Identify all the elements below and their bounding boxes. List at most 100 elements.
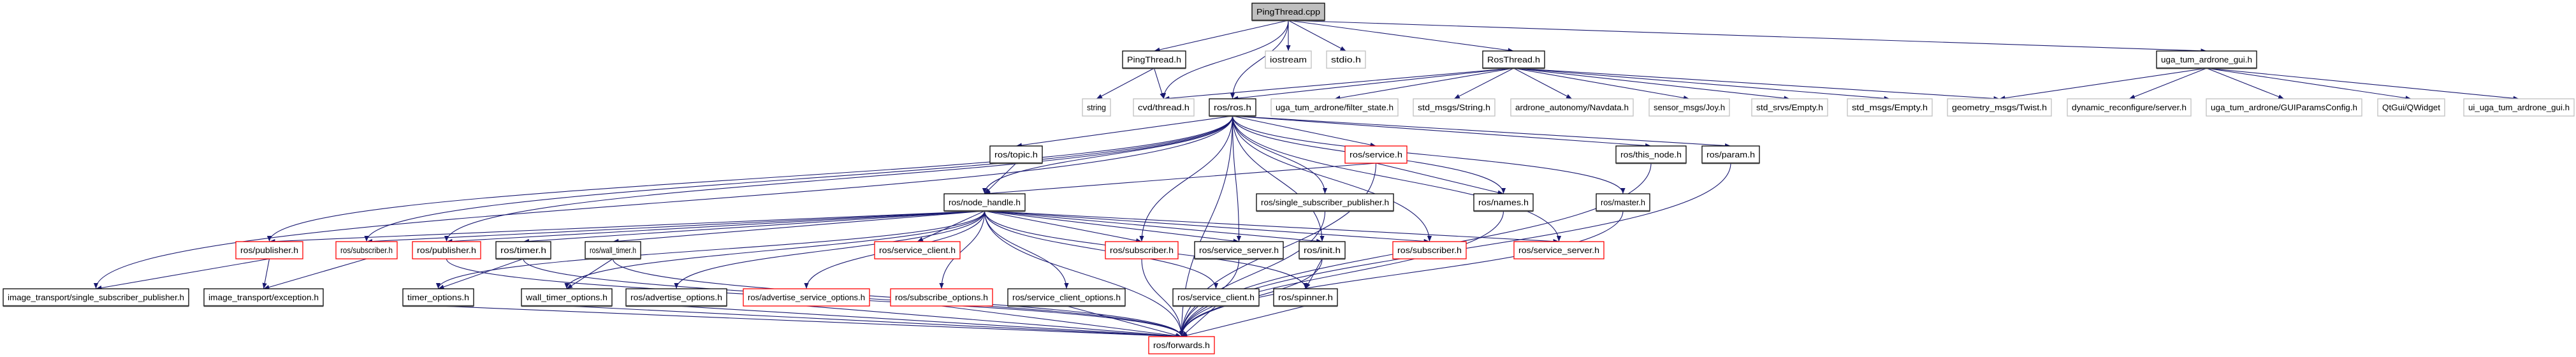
- node-service-server2[interactable]: ros/service_server.h: [1513, 241, 1605, 259]
- node-forwards[interactable]: ros/forwards.h: [1148, 336, 1215, 354]
- node-it-exception[interactable]: image_transport/exception.h: [203, 288, 324, 307]
- node-label: stdio.h: [1331, 55, 1361, 64]
- node-label: ui_uga_tum_ardrone_gui.h: [2468, 103, 2570, 112]
- node-ui-gui[interactable]: ui_uga_tum_ardrone_gui.h: [2463, 98, 2575, 117]
- node-string[interactable]: string: [1082, 98, 1111, 117]
- edge-advertise_options-to-forwards: [676, 305, 1182, 339]
- node-subscriber2[interactable]: ros/subscriber.h: [1105, 241, 1179, 259]
- node-service-client-options[interactable]: ros/service_client_options.h: [1007, 288, 1126, 307]
- node-label: string: [1087, 103, 1106, 112]
- node-box: [1251, 3, 1325, 21]
- node-box: [1326, 50, 1366, 69]
- node-label: std_msgs/String.h: [1418, 103, 1490, 112]
- node-adv-service-options[interactable]: ros/advertise_service_options.h: [743, 288, 870, 307]
- edge-rosthread-to-srv_empty: [1513, 68, 1790, 101]
- node-joy[interactable]: sensor_msgs/Joy.h: [1648, 98, 1730, 117]
- edge-ros-to-master: [1232, 115, 1626, 194]
- node-service-server1[interactable]: ros/service_server.h: [1194, 241, 1284, 260]
- node-wall-timer-options[interactable]: wall_timer_options.h: [521, 288, 613, 307]
- node-box: [1413, 98, 1495, 117]
- node-ros[interactable]: ros/ros.h: [1209, 98, 1256, 117]
- edge-rosthread-to-msg_string: [1453, 68, 1514, 99]
- node-box: [874, 241, 961, 259]
- node-wall-timer[interactable]: ros/wall_timer.h: [585, 241, 641, 260]
- edge-pingthread_cpp-to-rosthread: [1288, 20, 1514, 53]
- node-subscribe-options[interactable]: ros/subscribe_options.h: [890, 288, 993, 307]
- node-twist[interactable]: geometry_msgs/Twist.h: [1947, 98, 2052, 117]
- node-cvd[interactable]: cvd/thread.h: [1133, 98, 1195, 117]
- node-qwidget[interactable]: QtGui/QWidget: [2377, 98, 2445, 117]
- node-ssp[interactable]: ros/single_subscriber_publisher.h: [1256, 193, 1394, 212]
- node-names[interactable]: ros/names.h: [1473, 193, 1534, 212]
- edge-node_handle-to-service_server1: [984, 210, 1239, 244]
- edge-ros-to-publisher1: [267, 115, 1233, 242]
- edge-ros-to-param: [1232, 115, 1731, 149]
- edge-wall_timer_options-to-forwards: [566, 305, 1182, 339]
- node-label: PingThread.cpp: [1256, 8, 1320, 17]
- node-dyn-server[interactable]: dynamic_reconfigure/server.h: [2067, 98, 2192, 117]
- node-publisher1[interactable]: ros/publisher.h: [235, 241, 303, 259]
- edge-node_handle-to-wall_timer: [613, 210, 985, 244]
- node-label: PingThread.h: [1127, 55, 1181, 64]
- node-iostream[interactable]: iostream: [1265, 50, 1312, 69]
- node-label: ros/subscriber.h: [1110, 246, 1174, 255]
- node-box: [1122, 50, 1186, 69]
- node-label: cvd/thread.h: [1138, 103, 1190, 112]
- node-master[interactable]: ros/master.h: [1596, 193, 1650, 212]
- edge-ssp-to-forwards: [1179, 210, 1326, 337]
- edge-subscribe_options-to-forwards: [941, 305, 1182, 339]
- node-publisher2[interactable]: ros/publisher.h: [412, 241, 481, 259]
- edge-wall_timer-to-wall_timer_options: [566, 258, 613, 289]
- edge-node_handle-to-init: [984, 210, 1323, 244]
- node-label: ros/init.h: [1304, 246, 1341, 255]
- node-label: ros/service_server.h: [1199, 246, 1279, 255]
- node-label: ros/this_node.h: [1620, 150, 1682, 159]
- edge-ros-to-subscriber3: [1232, 115, 1432, 242]
- node-box: [1648, 98, 1730, 117]
- node-rosthread[interactable]: RosThread.h: [1482, 50, 1545, 69]
- edge-timer_options-to-forwards: [438, 305, 1182, 339]
- edge-service_client_options-to-forwards: [1066, 305, 1182, 338]
- node-msg-string[interactable]: std_msgs/String.h: [1413, 98, 1495, 117]
- edge-node_handle-to-timer_options: [436, 210, 986, 289]
- node-timer-options[interactable]: timer_options.h: [402, 288, 474, 307]
- node-service[interactable]: ros/service.h: [1344, 145, 1408, 164]
- node-gui-params[interactable]: uga_tum_ardrone/GUIParamsConfig.h: [2206, 98, 2362, 117]
- node-spinner[interactable]: ros/spinner.h: [1273, 288, 1338, 307]
- node-init[interactable]: ros/init.h: [1299, 241, 1346, 260]
- node-pingthread-cpp[interactable]: PingThread.cpp: [1251, 3, 1325, 22]
- node-advertise-options[interactable]: ros/advertise_options.h: [625, 288, 727, 307]
- node-service-client1[interactable]: ros/service_client.h: [874, 241, 961, 259]
- edge-rosthread-to-joy: [1513, 68, 1690, 101]
- node-it-ssp[interactable]: image_transport/single_subscriber_publis…: [3, 288, 189, 307]
- edge-node_handle-to-service_server2: [984, 210, 1559, 244]
- node-subscriber3[interactable]: ros/subscriber.h: [1392, 241, 1467, 259]
- edge-pingthread_h-to-cvd: [1153, 68, 1165, 99]
- node-timer[interactable]: ros/timer.h: [495, 241, 551, 260]
- node-label: sensor_msgs/Joy.h: [1654, 103, 1725, 112]
- node-box: [743, 288, 870, 307]
- edge-pingthread_cpp-to-stdio: [1288, 20, 1346, 52]
- node-this-node[interactable]: ros/this_node.h: [1615, 145, 1687, 164]
- node-stdio[interactable]: stdio.h: [1326, 50, 1366, 69]
- node-box: [335, 241, 398, 259]
- node-srv-empty[interactable]: std_srvs/Empty.h: [1751, 98, 1828, 117]
- node-gui-h[interactable]: uga_tum_ardrone_gui.h: [2156, 50, 2257, 69]
- node-box: [1082, 98, 1111, 117]
- node-subscriber1[interactable]: ros/subscriber.h: [335, 241, 398, 259]
- node-pingthread-h[interactable]: PingThread.h: [1122, 50, 1186, 69]
- node-box: [495, 241, 551, 259]
- node-label: ros/service_client.h: [879, 246, 956, 255]
- node-service-client2[interactable]: ros/service_client.h: [1172, 288, 1260, 307]
- node-param[interactable]: ros/param.h: [1701, 145, 1760, 164]
- edge-node_handle-to-service_client2: [984, 210, 1219, 289]
- node-label: ardrone_autonomy/Navdata.h: [1515, 103, 1629, 112]
- node-navdata[interactable]: ardrone_autonomy/Navdata.h: [1510, 98, 1634, 117]
- node-msg-empty[interactable]: std_msgs/Empty.h: [1847, 98, 1933, 117]
- node-filter-state[interactable]: uga_tum_ardrone/filter_state.h: [1270, 98, 1399, 117]
- edge-node_handle-to-publisher1: [269, 210, 985, 244]
- node-node-handle[interactable]: ros/node_handle.h: [943, 193, 1026, 212]
- node-topic[interactable]: ros/topic.h: [989, 145, 1043, 164]
